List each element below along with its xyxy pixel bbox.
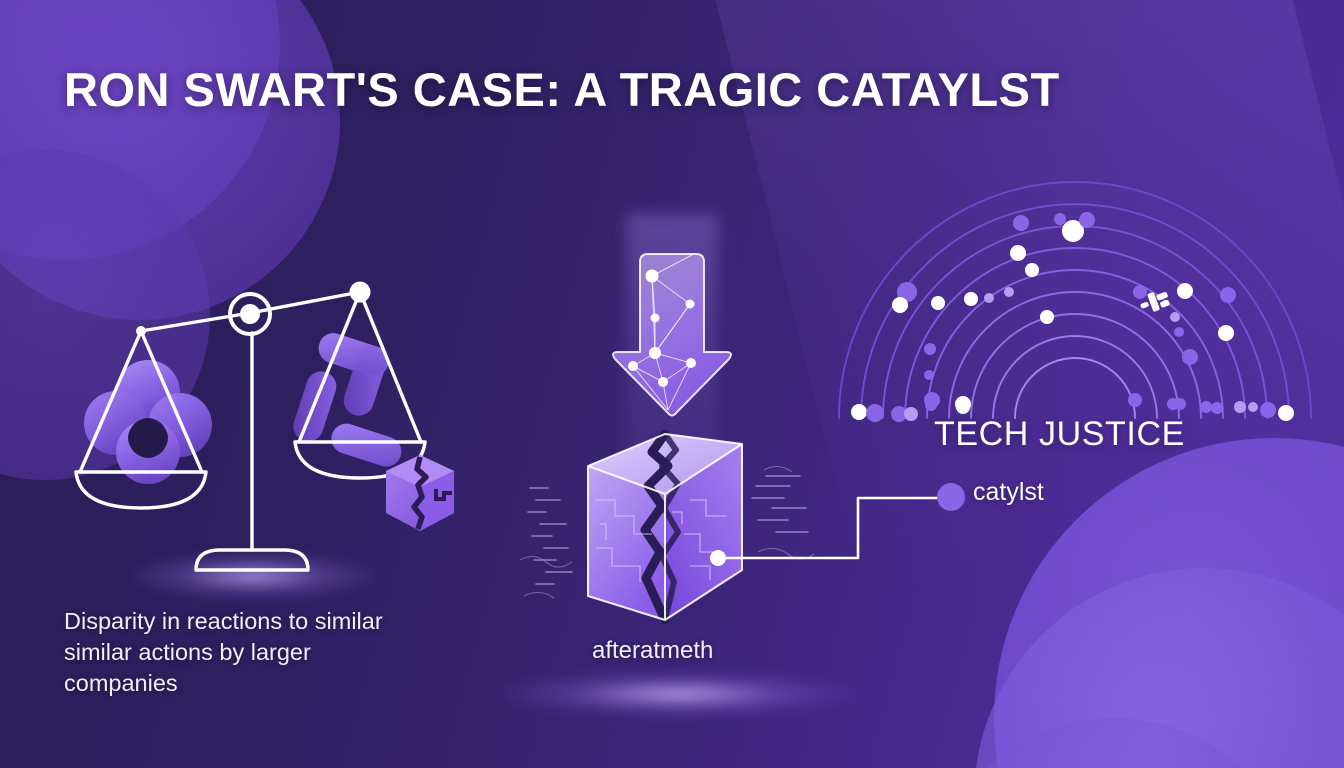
interlocking-links-icon [293, 333, 402, 467]
background-blob-bottom-right-1 [994, 438, 1344, 768]
catylst-node-dot [937, 483, 965, 511]
network-arc-icon [838, 181, 1312, 419]
left-caption-line-3: companies [64, 670, 178, 696]
background-blob-top-left-3 [0, 150, 210, 480]
broken-cube-icon [386, 455, 454, 531]
arrow-light-beam [626, 214, 718, 574]
catylst-node-label: catylst [973, 478, 1044, 506]
background-blob-top-left-1 [0, 0, 280, 260]
gavel-spark-icon [1140, 292, 1170, 312]
impact-arrow-icon [612, 253, 732, 417]
left-caption-line-1: Disparity in reactions to similar [64, 608, 383, 634]
cube-base-glow [500, 672, 856, 716]
background-blob-top-left-2 [0, 0, 340, 320]
balance-scale-icon [74, 281, 454, 572]
code-stream-decoration [519, 465, 815, 599]
tech-justice-heading: TECH JUSTICE [934, 415, 1185, 453]
cracked-data-cube-icon [587, 429, 944, 625]
network-arc-nodes [851, 212, 1294, 511]
left-caption-line-2: similar actions by larger [64, 639, 311, 665]
scale-base-glow [128, 552, 378, 600]
center-panel-caption: afteratmeth [592, 637, 714, 664]
background-blob-bottom-right-2 [974, 568, 1344, 768]
page-title: RON SWART'S CASE: A TRAGIC CATAYLST [64, 63, 1060, 116]
molecule-cluster-icon [84, 360, 212, 484]
background-blob-bottom-right-3 [924, 718, 1304, 768]
left-panel-caption: Disparity in reactions to similar simila… [64, 606, 494, 699]
